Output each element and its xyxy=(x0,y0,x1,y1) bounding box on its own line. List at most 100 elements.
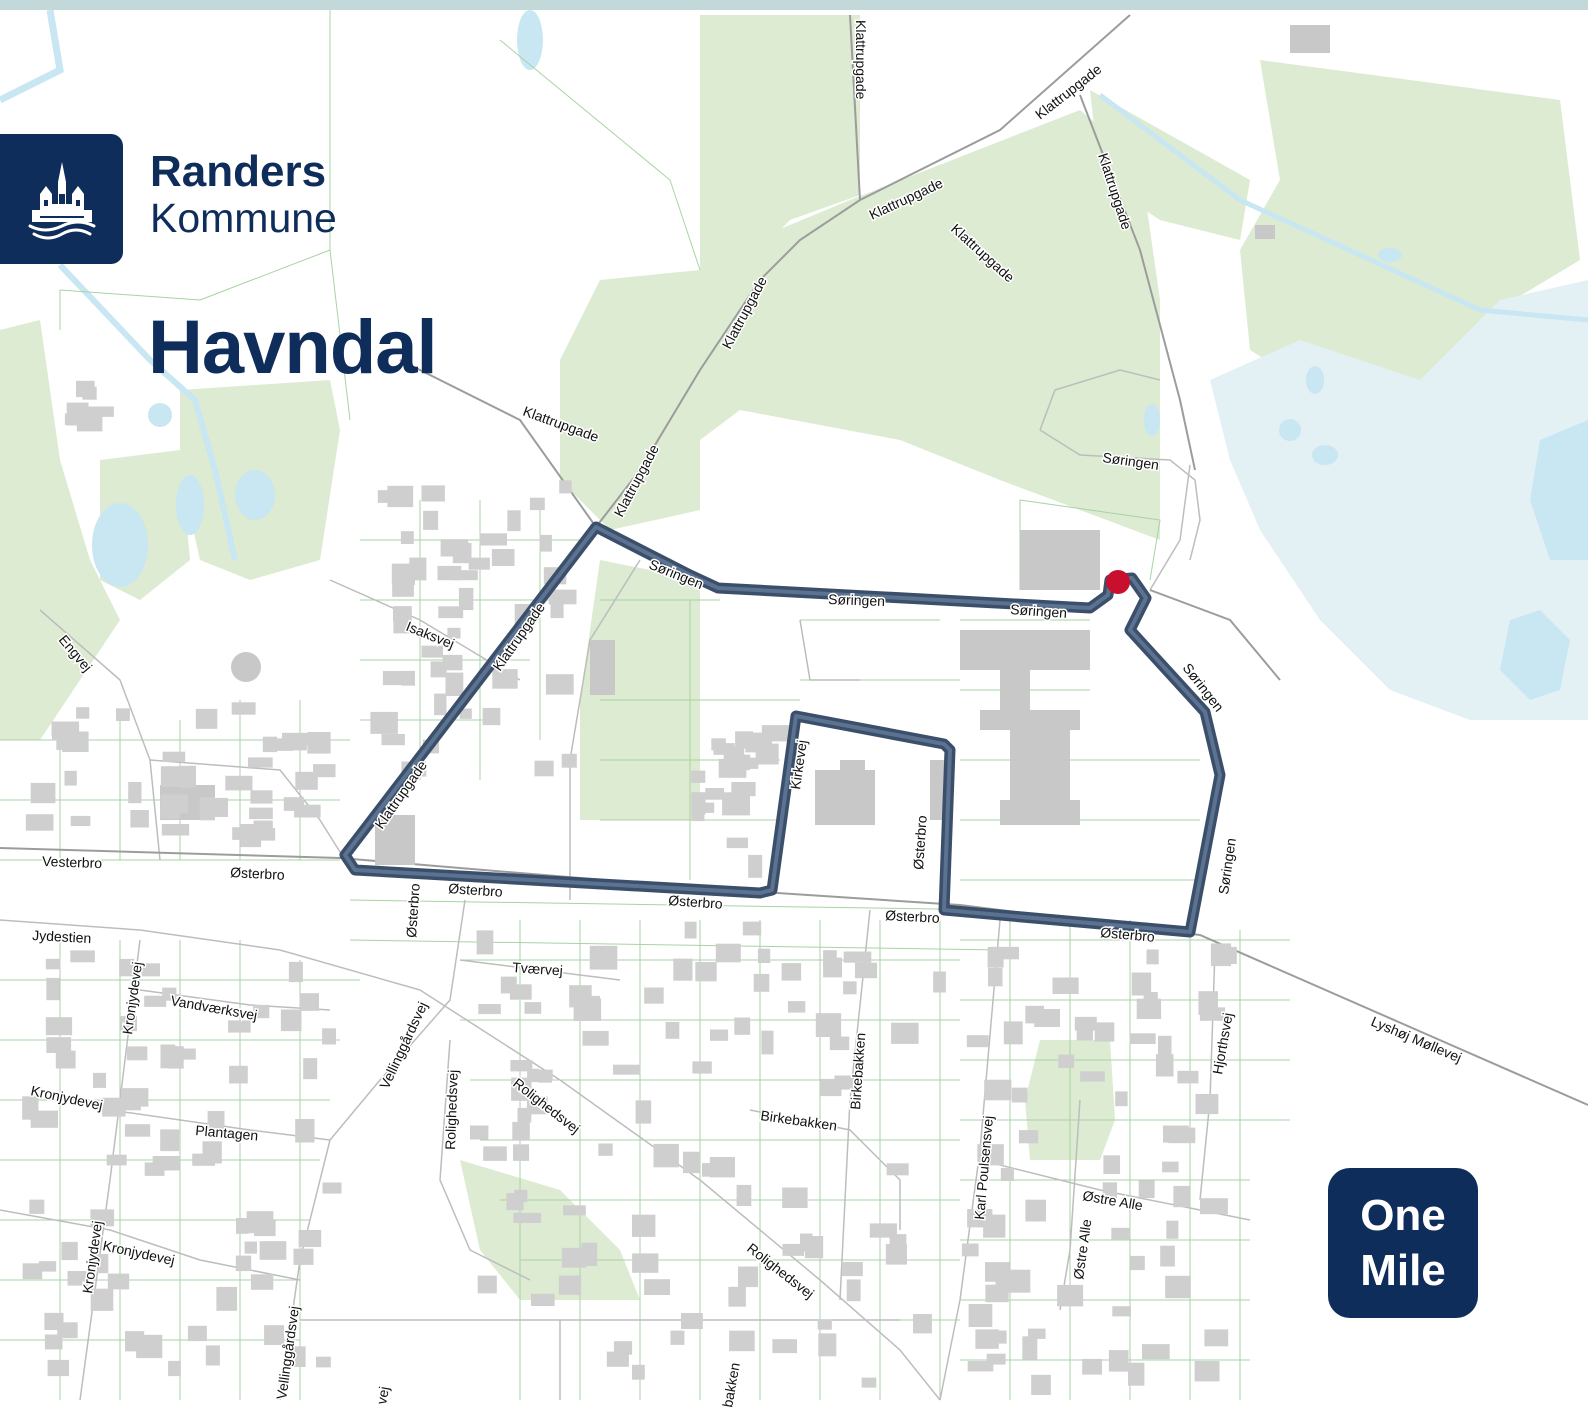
building-house xyxy=(529,497,545,511)
road-bottom xyxy=(300,1319,900,1400)
building-house xyxy=(482,707,501,726)
building-house xyxy=(632,1253,659,1273)
building-house xyxy=(322,1182,342,1194)
building-house xyxy=(102,1097,126,1117)
building-house xyxy=(303,1058,318,1080)
road-klattrupgade-east xyxy=(1079,94,1196,471)
road-tvaervej xyxy=(459,959,621,981)
building-house xyxy=(126,1046,148,1061)
route-start-marker[interactable] xyxy=(1106,570,1130,594)
pond-east-2 xyxy=(1530,420,1588,560)
building-house xyxy=(1108,1350,1129,1372)
building-house xyxy=(160,807,180,819)
building-house xyxy=(691,770,706,783)
building-house xyxy=(683,1151,700,1174)
building-house xyxy=(249,807,273,820)
brand-name: Randers Kommune xyxy=(150,150,337,239)
building-house xyxy=(479,533,507,546)
page-title: Havndal xyxy=(148,305,438,390)
building-house xyxy=(1052,977,1079,994)
building-house xyxy=(531,1293,555,1306)
label-rolighedsvej-1: Rolighedsvej xyxy=(442,1069,461,1150)
pond-west-1 xyxy=(92,503,148,587)
park-center xyxy=(580,560,700,820)
pond-small-4 xyxy=(1378,248,1402,262)
building-house xyxy=(529,1069,553,1080)
building-house xyxy=(205,1345,220,1366)
building-house xyxy=(307,732,331,754)
building-house xyxy=(742,921,762,936)
building-house xyxy=(613,1064,641,1075)
route-one-mile xyxy=(339,521,1226,938)
building-house xyxy=(161,824,190,836)
road-center-lane xyxy=(569,559,641,900)
building-house xyxy=(1111,1227,1130,1240)
building-house xyxy=(478,1004,501,1015)
building-house xyxy=(761,1030,774,1055)
building-house xyxy=(195,708,218,729)
building-house xyxy=(392,577,414,597)
building-house xyxy=(933,971,946,993)
building-house xyxy=(1173,1185,1190,1208)
building-house xyxy=(144,1162,165,1176)
building-house xyxy=(644,987,664,1004)
label-osterbro-2: Østerbro xyxy=(448,880,504,900)
building-house xyxy=(483,1146,507,1161)
building-house xyxy=(692,1061,712,1074)
building-house xyxy=(295,771,318,790)
building-house xyxy=(673,958,693,981)
building-house xyxy=(512,1121,530,1141)
building-house xyxy=(545,674,574,695)
building-house xyxy=(250,1274,274,1290)
building-house xyxy=(1103,1155,1120,1174)
building-house xyxy=(526,1096,548,1115)
label-jydestien: Jydestien xyxy=(32,927,92,946)
field-west xyxy=(0,320,120,740)
building-house xyxy=(162,751,186,762)
building-house xyxy=(558,1275,582,1295)
building-house xyxy=(1165,1275,1191,1299)
building-house xyxy=(421,485,445,502)
building-house xyxy=(1166,1220,1179,1239)
building-house xyxy=(1094,1022,1115,1042)
road-birkebakken-east xyxy=(749,1109,901,1230)
building-house xyxy=(1155,1054,1174,1077)
building-house xyxy=(843,981,857,995)
building-house xyxy=(705,788,724,800)
road-soringen-loop xyxy=(1039,429,1201,561)
building-house xyxy=(225,775,253,791)
building-house xyxy=(450,570,478,581)
building-house xyxy=(1025,1005,1044,1024)
building-house xyxy=(977,1144,1004,1166)
label-osterbro-5: Østerbro xyxy=(1100,924,1156,945)
road-rolighedsvej xyxy=(419,989,941,1401)
building-house xyxy=(1158,1035,1172,1057)
building-house xyxy=(1200,1198,1228,1215)
building-house xyxy=(1177,1070,1199,1084)
building-house xyxy=(748,854,763,878)
building-house xyxy=(55,1050,76,1069)
building-house xyxy=(500,976,517,994)
building-house xyxy=(387,485,414,508)
building-house xyxy=(1142,1344,1170,1360)
pond-east xyxy=(1500,610,1570,700)
building-house xyxy=(507,510,521,532)
building-north-1 xyxy=(1290,25,1330,53)
road-osterbro-main xyxy=(0,847,1588,1106)
building-house xyxy=(240,824,262,848)
building-house xyxy=(128,782,142,804)
building-house xyxy=(913,1314,932,1334)
buildings xyxy=(160,25,1330,865)
building-house xyxy=(684,921,697,939)
building-west-2 xyxy=(375,815,415,865)
building-house xyxy=(753,973,770,992)
building-house xyxy=(823,957,842,978)
building-house xyxy=(589,945,618,970)
building-house xyxy=(755,743,779,765)
brand-name-line2: Kommune xyxy=(150,195,337,241)
distance-badge: One Mile xyxy=(1328,1168,1478,1318)
building-house xyxy=(294,804,321,818)
building-house xyxy=(93,1072,106,1088)
building-house xyxy=(76,707,90,719)
